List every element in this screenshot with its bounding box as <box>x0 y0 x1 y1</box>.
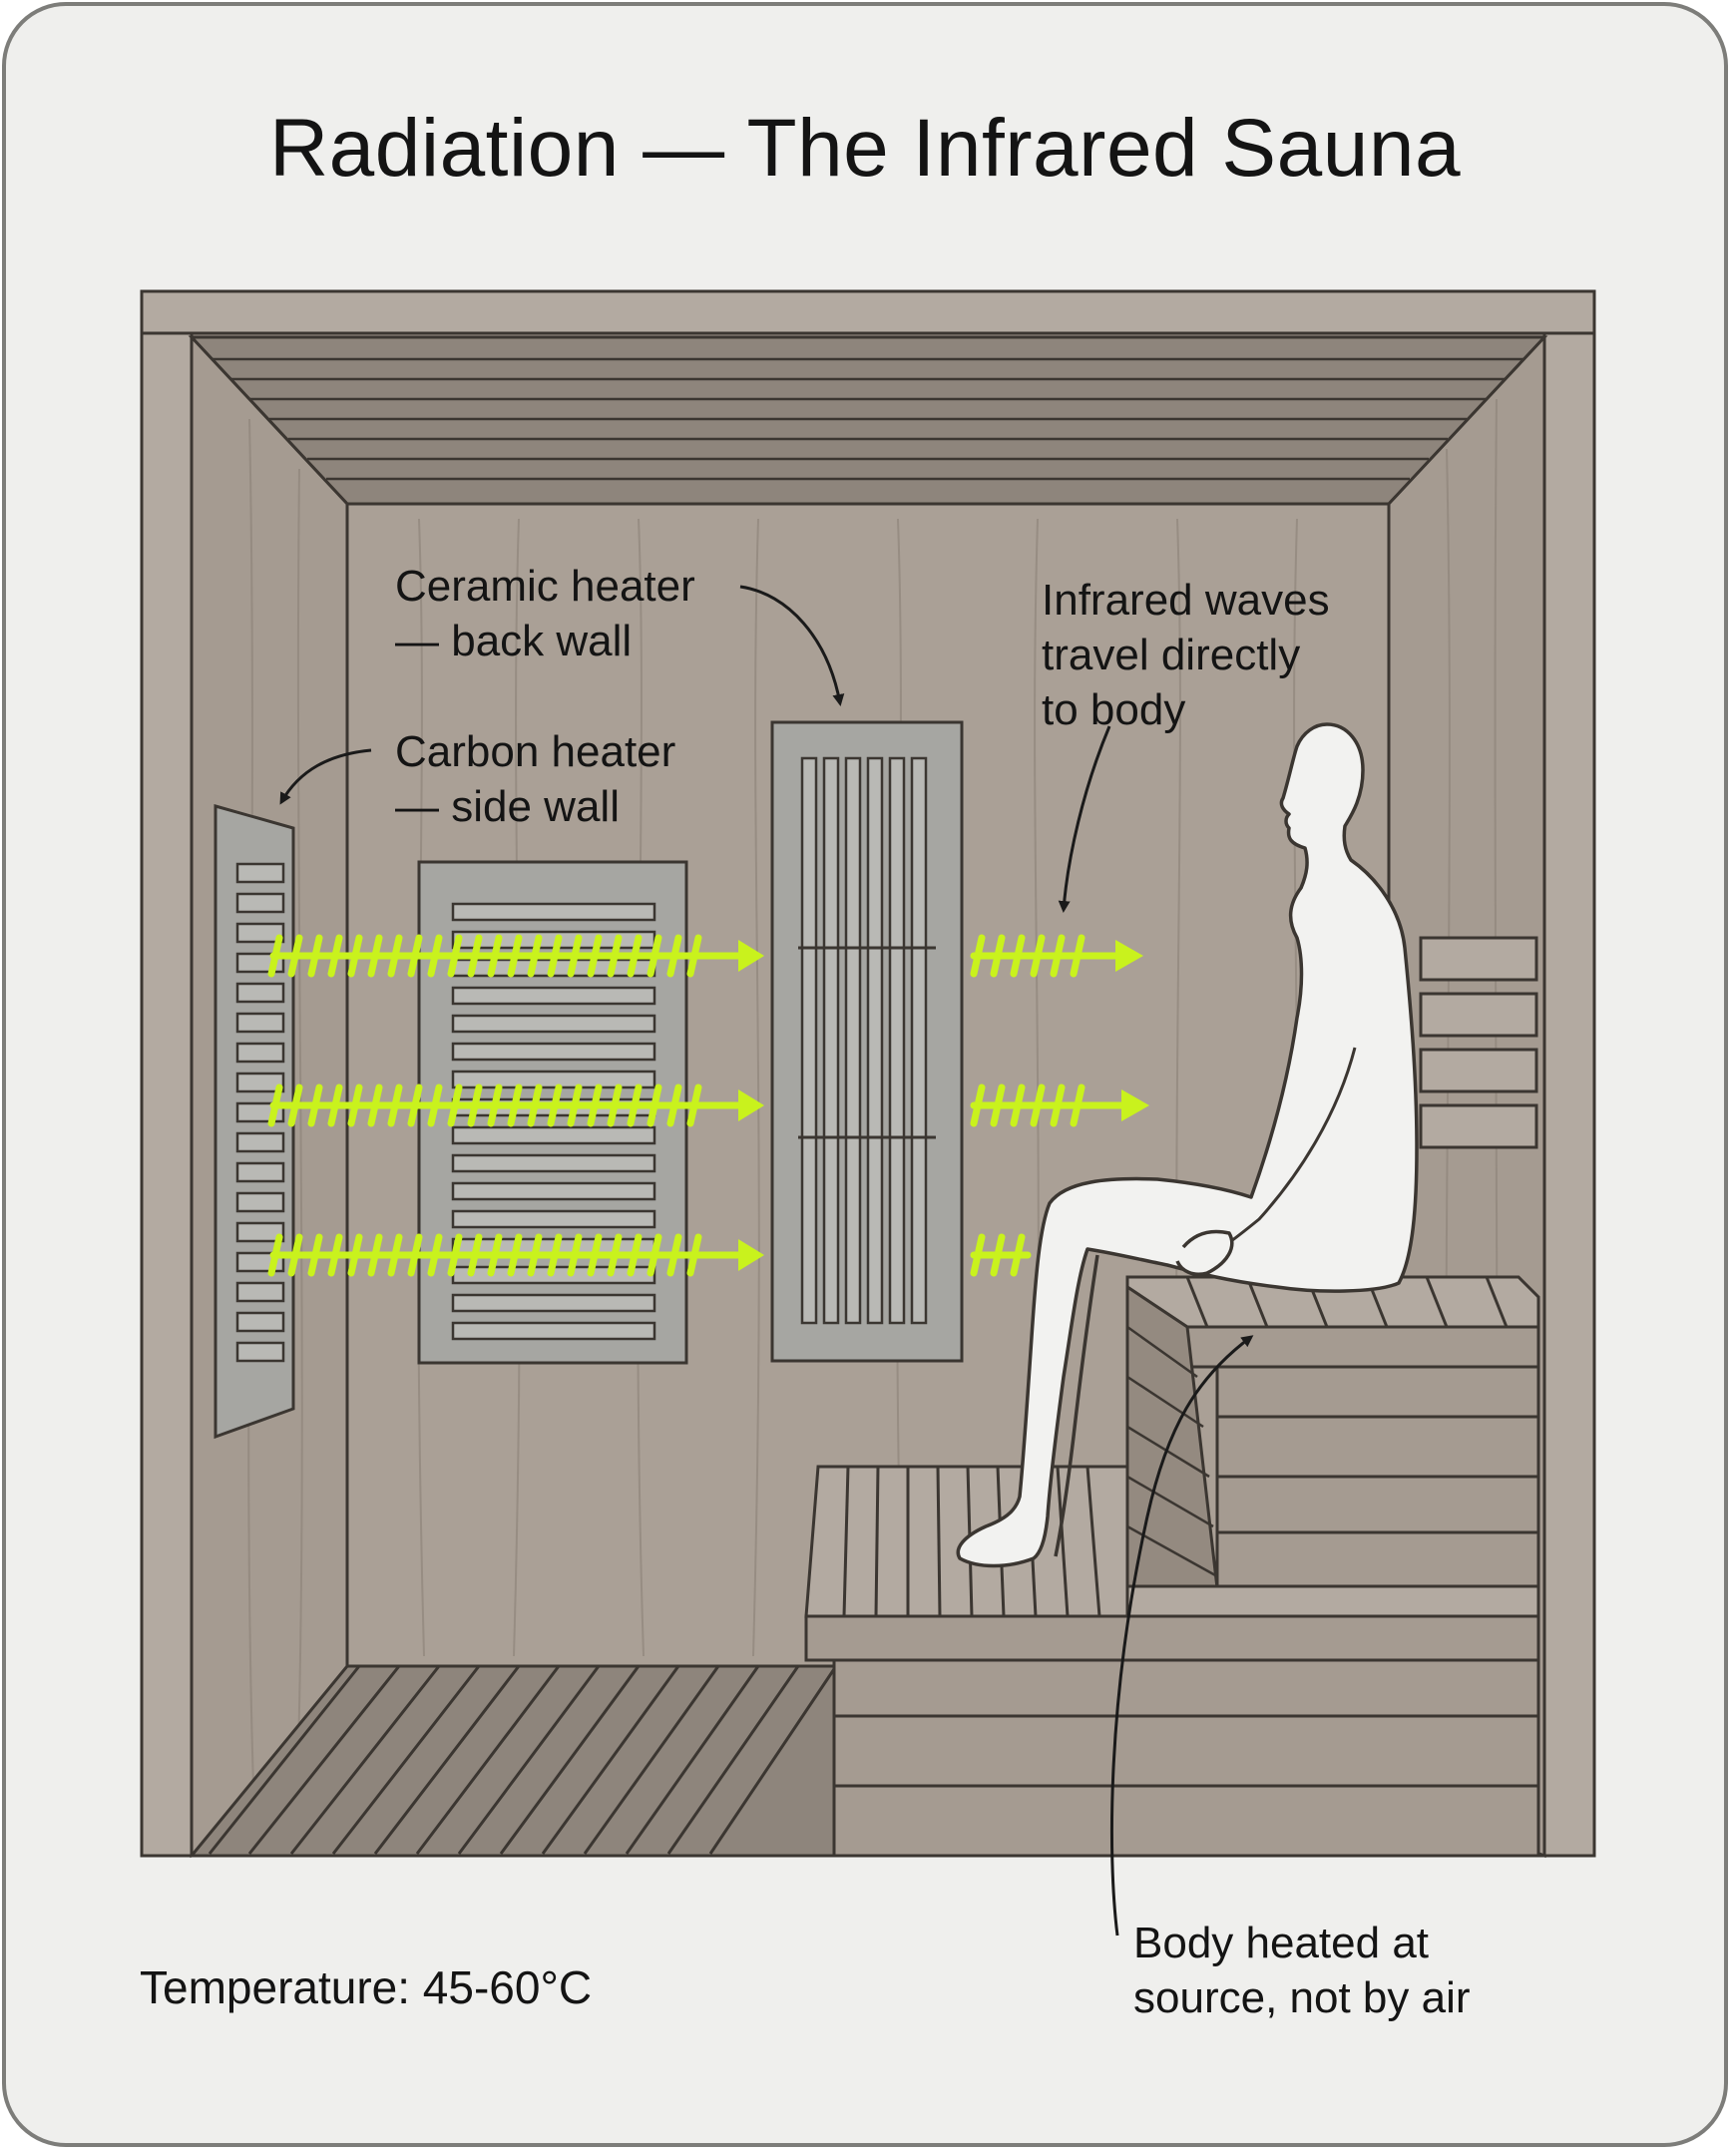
upper-bench <box>1127 1277 1538 1588</box>
label-infrared-waves: Infrared waves travel directly to body <box>1042 573 1330 737</box>
label-line: Body heated at <box>1133 1916 1471 1970</box>
label-line: — back wall <box>395 614 695 668</box>
label-line: Ceramic heater <box>395 559 695 614</box>
ceramic-heater <box>772 722 962 1361</box>
label-line: to body <box>1042 682 1330 737</box>
label-ceramic-heater: Ceramic heater — back wall <box>395 559 695 668</box>
label-line: Carbon heater <box>395 724 675 779</box>
temperature-note: Temperature: 45-60°C <box>140 1960 592 2014</box>
top-beam <box>142 291 1594 333</box>
left-post <box>142 333 192 1856</box>
label-line: Infrared waves <box>1042 573 1330 628</box>
carbon-heater <box>216 806 293 1437</box>
label-line: source, not by air <box>1133 1970 1471 2025</box>
label-body-heated: Body heated at source, not by air <box>1133 1916 1471 2025</box>
label-line: — side wall <box>395 779 675 834</box>
label-carbon-heater: Carbon heater — side wall <box>395 724 675 834</box>
right-post <box>1544 333 1594 1856</box>
label-line: travel directly <box>1042 628 1330 682</box>
